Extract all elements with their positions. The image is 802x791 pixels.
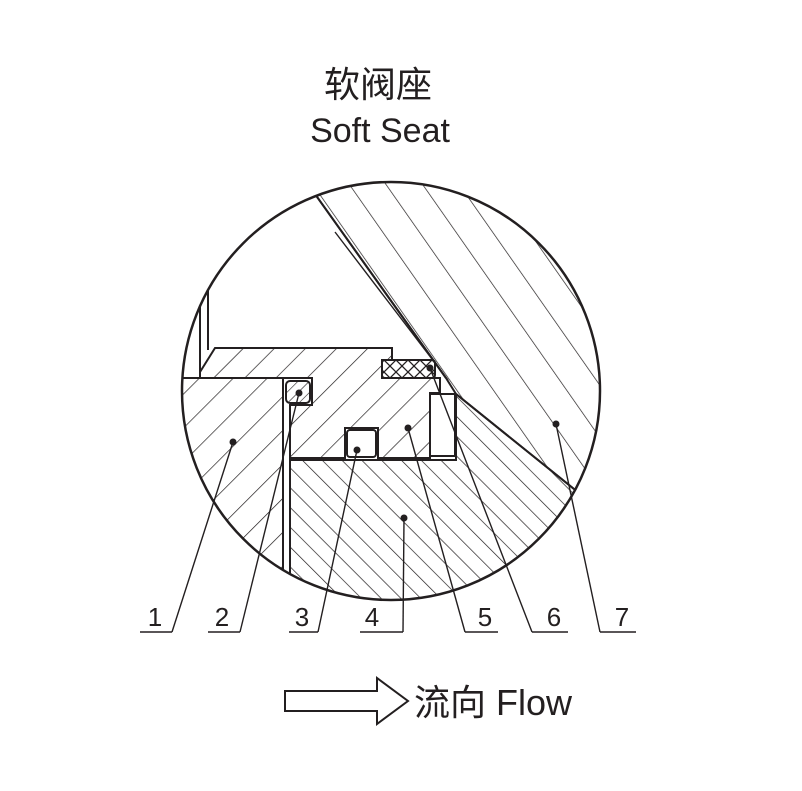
part-label-6: 6 bbox=[547, 602, 561, 632]
part-label-3: 3 bbox=[295, 602, 309, 632]
part-3-ring bbox=[346, 429, 377, 458]
leader-line-7 bbox=[555, 423, 601, 633]
detail-circle bbox=[180, 180, 602, 602]
ball-edge-line bbox=[304, 182, 447, 379]
leader-line-1 bbox=[171, 441, 234, 633]
seat-lip bbox=[429, 393, 456, 457]
part-label-4: 4 bbox=[365, 602, 379, 632]
leader-line-4 bbox=[402, 517, 405, 633]
title-english: Soft Seat bbox=[310, 112, 450, 150]
title-chinese: 软阀座 bbox=[324, 64, 432, 105]
ball-chamfer-line bbox=[334, 231, 449, 381]
part-label-5: 5 bbox=[478, 602, 492, 632]
part-label-1: 1 bbox=[148, 602, 162, 632]
part-1-body bbox=[182, 377, 284, 600]
part-6-soft-insert bbox=[381, 359, 436, 379]
detail-view bbox=[182, 182, 600, 600]
flow-arrow-icon bbox=[284, 676, 410, 726]
leader-line-5 bbox=[407, 427, 466, 633]
leader-line-2 bbox=[239, 392, 300, 633]
flow-label: 流向 Flow bbox=[414, 682, 573, 723]
leader-line-3 bbox=[317, 449, 358, 633]
leader-line-6 bbox=[429, 367, 533, 633]
part-label-2: 2 bbox=[215, 602, 229, 632]
part-label-7: 7 bbox=[615, 602, 629, 632]
